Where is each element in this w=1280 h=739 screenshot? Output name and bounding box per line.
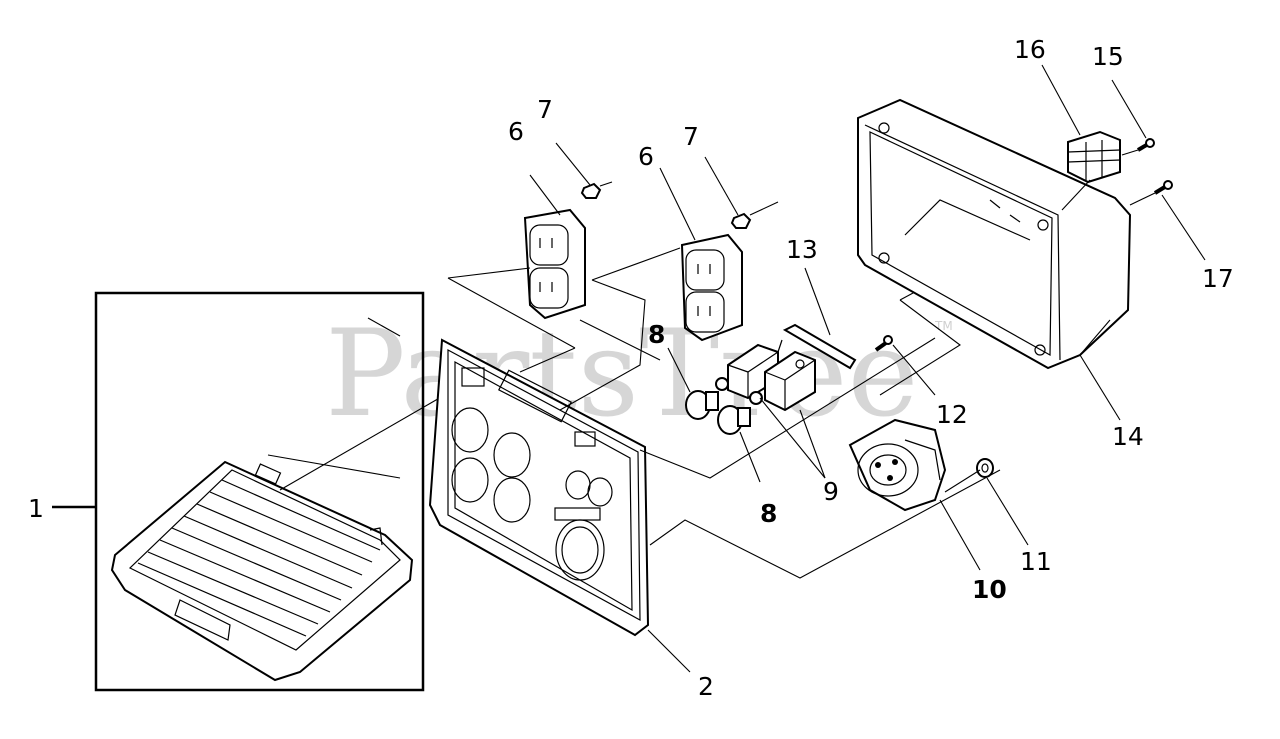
watermark-trademark: TM bbox=[934, 319, 953, 333]
callout-8-a[interactable]: 8 bbox=[648, 320, 665, 349]
callout-6-b[interactable]: 6 bbox=[638, 142, 654, 171]
part-11-washer[interactable] bbox=[976, 458, 994, 478]
callout-17[interactable]: 17 bbox=[1202, 264, 1234, 293]
part-17-screw[interactable] bbox=[1153, 180, 1173, 195]
callout-12[interactable]: 12 bbox=[936, 400, 968, 429]
part-14-rear-housing[interactable] bbox=[857, 98, 1132, 370]
callout-10[interactable]: 10 bbox=[972, 575, 1007, 604]
watermark-logo: PartsTree bbox=[325, 305, 919, 444]
part-15-screw[interactable] bbox=[1136, 138, 1155, 152]
part-13-bar[interactable] bbox=[782, 323, 857, 370]
part-8-lamp-b[interactable] bbox=[717, 405, 751, 435]
part-1-cover[interactable] bbox=[110, 460, 414, 682]
part-7-nut-b[interactable] bbox=[730, 212, 752, 229]
callout-15[interactable]: 15 bbox=[1092, 42, 1124, 71]
callout-8-b[interactable]: 8 bbox=[760, 499, 777, 528]
callout-14[interactable]: 14 bbox=[1112, 422, 1144, 451]
callout-13[interactable]: 13 bbox=[786, 235, 818, 264]
part-2-control-panel[interactable] bbox=[428, 338, 650, 637]
callout-9[interactable]: 9 bbox=[823, 477, 839, 506]
callout-6-a[interactable]: 6 bbox=[508, 117, 524, 146]
part-12-screw[interactable] bbox=[874, 335, 893, 352]
part-6-outlet-a[interactable] bbox=[523, 208, 586, 320]
part-16-terminal-block[interactable] bbox=[1067, 130, 1121, 184]
part-8-lamp-a[interactable] bbox=[685, 390, 719, 420]
part-9-breaker-b[interactable] bbox=[749, 350, 816, 412]
callout-2[interactable]: 2 bbox=[698, 672, 714, 701]
part-7-nut-a[interactable] bbox=[580, 182, 602, 199]
callout-1[interactable]: 1 bbox=[28, 494, 44, 523]
callout-7-a[interactable]: 7 bbox=[537, 95, 553, 124]
part-10-twist-lock-receptacle[interactable] bbox=[848, 418, 947, 512]
callout-7-b[interactable]: 7 bbox=[683, 122, 699, 151]
callout-16[interactable]: 16 bbox=[1014, 35, 1046, 64]
part-6-outlet-b[interactable] bbox=[680, 233, 743, 342]
cover-frame bbox=[94, 291, 425, 692]
callout-11[interactable]: 11 bbox=[1020, 547, 1052, 576]
